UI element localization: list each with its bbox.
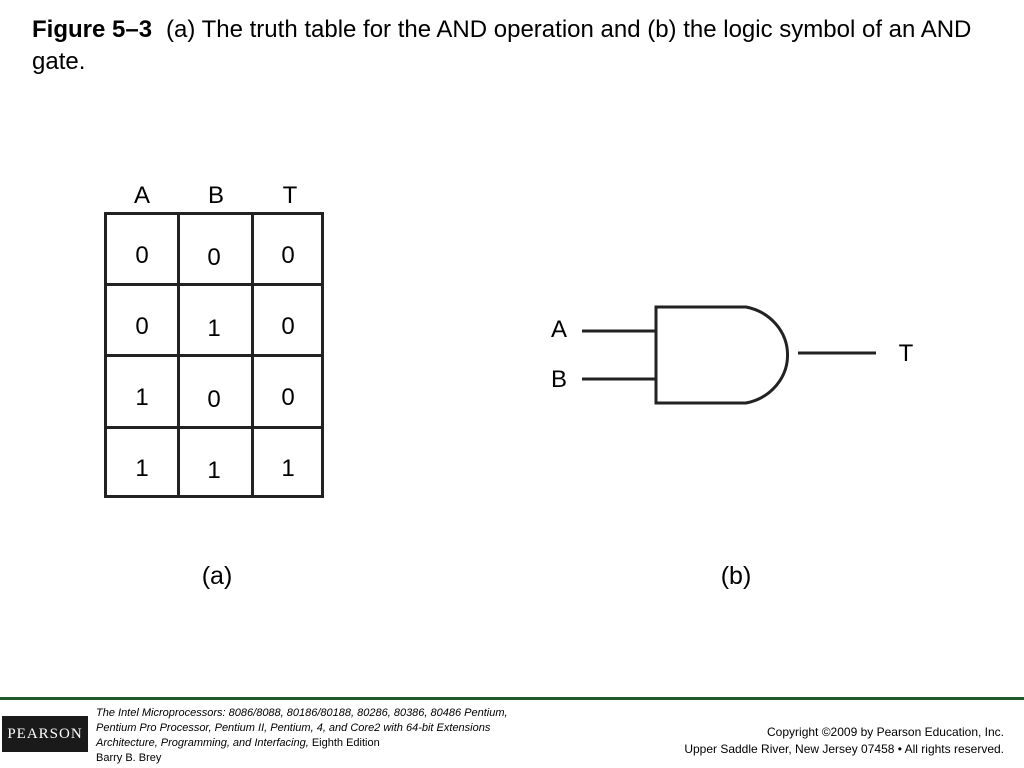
copyright-line-2: Upper Saddle River, New Jersey 07458 • A… (684, 742, 1004, 756)
and-gate-symbol (582, 305, 876, 405)
figure-caption-text: (a) The truth table for the AND operatio… (32, 16, 972, 75)
truth-table-cell: 1 (207, 457, 221, 484)
book-info: The Intel Microprocessors: 8086/8088, 80… (96, 706, 566, 766)
truth-table-cell: 0 (281, 384, 295, 411)
truth-table-cell: 1 (135, 384, 149, 411)
truth-table-cell: 1 (135, 455, 149, 482)
truth-table-cell: 0 (281, 313, 295, 340)
truth-table-cell: 0 (207, 386, 221, 413)
book-line-2: Pentium Pro Processor, Pentium II, Penti… (96, 722, 491, 734)
sub-label-b: (b) (720, 562, 752, 590)
truth-table-cell: 1 (281, 455, 295, 482)
truth-table-cell: 0 (281, 242, 295, 269)
gate-input-b-label: B (550, 366, 567, 393)
gate-output-t-label: T (898, 340, 914, 367)
book-line-3: Architecture, Programming, and Interfaci… (96, 736, 566, 751)
sub-label-a: (a) (201, 562, 233, 590)
gate-input-a-label: A (550, 316, 567, 343)
truth-table-header-b: B (207, 182, 224, 209)
and-gate-body (654, 305, 790, 405)
book-title: The Intel Microprocessors: (96, 707, 226, 719)
copyright-line-1: Copyright ©2009 by Pearson Education, In… (767, 725, 1004, 739)
book-line-1: The Intel Microprocessors: 8086/8088, 80… (96, 706, 566, 721)
truth-table-header-t: T (282, 182, 298, 209)
book-author: Barry B. Brey (96, 752, 162, 764)
truth-table-grid (104, 212, 324, 498)
figure-label: Figure 5–3 (32, 16, 153, 43)
truth-table-cell: 0 (135, 313, 149, 340)
truth-table-cell: 0 (135, 242, 149, 269)
grid-divider (107, 283, 321, 286)
truth-table-cell: 1 (207, 315, 221, 342)
footer-divider (0, 697, 1024, 700)
grid-divider (107, 426, 321, 429)
grid-divider (251, 215, 254, 495)
grid-divider (177, 215, 180, 495)
truth-table-cell: 0 (207, 244, 221, 271)
grid-divider (107, 354, 321, 357)
book-edition: Eighth Edition (311, 737, 380, 749)
figure-caption: Figure 5–3(a) The truth table for the AN… (32, 14, 992, 78)
book-models: 8086/8088, 80186/80188, 80286, 80386, 80… (228, 707, 508, 719)
pearson-logo: PEARSON (2, 716, 88, 752)
truth-table-header-a: A (133, 182, 150, 209)
book-subtitle: Architecture, Programming, and Interfaci… (96, 737, 309, 749)
copyright-block: Copyright ©2009 by Pearson Education, In… (584, 724, 1004, 758)
